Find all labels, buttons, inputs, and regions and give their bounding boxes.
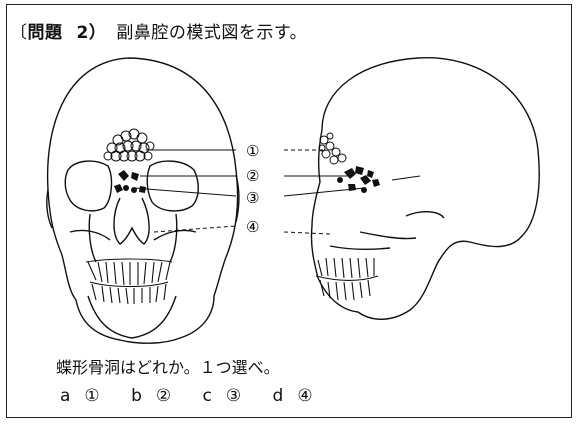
choice-letter: b: [131, 386, 142, 406]
choice-letter: c: [203, 386, 212, 406]
marker-4: ④: [246, 218, 259, 236]
marker-1: ①: [246, 142, 259, 160]
frontal-skull-drawing: [47, 58, 239, 343]
lateral-teeth: [316, 258, 378, 300]
lateral-leader-lines: [284, 150, 420, 234]
marker-2: ②: [246, 167, 259, 185]
frontal-teeth: [86, 259, 172, 304]
choice-mark: ④: [297, 386, 312, 406]
lateral-frontal-sinus: [319, 133, 346, 164]
marker-3: ③: [246, 189, 259, 207]
choice-mark: ②: [156, 386, 171, 406]
choice-mark: ①: [84, 386, 99, 406]
choice-letter: a: [60, 386, 70, 406]
frontal-sinus-cluster: [104, 129, 154, 161]
frontal-dark-sinus: [114, 170, 146, 193]
question-text: 蝶形骨洞はどれか。１つ選べ。: [56, 354, 280, 378]
choice-letter: d: [273, 386, 284, 406]
choice-mark: ③: [226, 386, 241, 406]
marker-labels: ① ② ③ ④: [246, 142, 259, 236]
